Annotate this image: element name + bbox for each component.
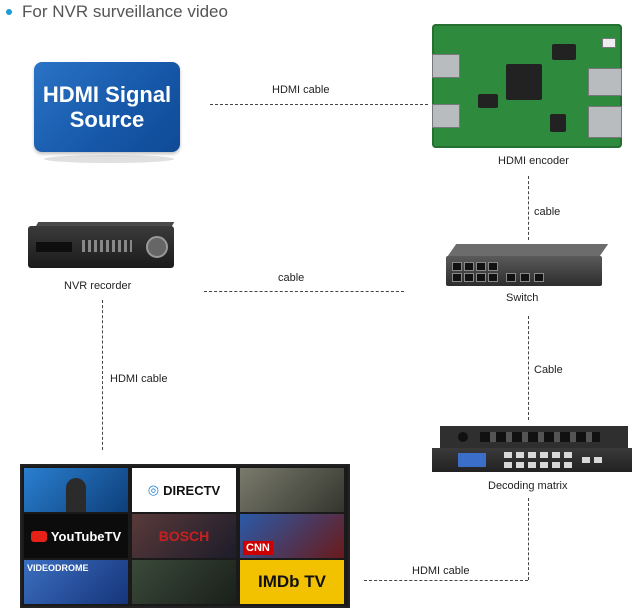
cnn-tile: CNN — [240, 514, 344, 558]
source-label-line2: Source — [69, 107, 145, 132]
hdmi-signal-source: HDMI Signal Source — [34, 62, 180, 152]
directv-tile: ◎ DIRECTV — [132, 468, 236, 512]
nvr-switch-line — [204, 291, 404, 292]
movie-scene-tile — [240, 468, 344, 512]
memory-chip-icon — [552, 44, 576, 60]
key-icon — [504, 462, 512, 468]
source-label-line1: HDMI Signal — [42, 81, 172, 107]
port-icon — [506, 273, 516, 282]
port-icon — [534, 273, 544, 282]
source-shadow — [44, 155, 174, 163]
key-icon — [516, 452, 524, 458]
memory-chip-icon — [550, 114, 566, 132]
switch-decoder-line — [528, 316, 529, 420]
key-icon — [540, 462, 548, 468]
cnn-text: CNN — [243, 541, 273, 555]
hdmi-encoder-board — [432, 24, 622, 148]
youtubetv-tile: YouTubeTV — [24, 514, 128, 558]
bosch-text: BOSCH — [158, 528, 210, 544]
imdb-text: IMDb TV — [258, 572, 326, 591]
port-icon — [520, 273, 530, 282]
port-icon — [452, 262, 462, 271]
memory-chip-icon — [478, 94, 498, 108]
globe-icon: ◎ — [147, 482, 160, 497]
key-icon — [528, 462, 536, 468]
network-switch — [446, 256, 602, 286]
ethernet-port-icon — [588, 106, 622, 138]
key-icon — [516, 462, 524, 468]
decoder-wall-vline — [528, 498, 529, 580]
decoder-wall-label: HDMI cable — [412, 565, 470, 577]
nvr-label: NVR recorder — [64, 280, 132, 292]
key-icon — [594, 457, 602, 463]
nvr-wall-line — [102, 300, 103, 450]
button-row-icon — [82, 240, 132, 252]
key-icon — [582, 457, 590, 463]
switch-label: Switch — [506, 292, 539, 304]
decoder-top — [440, 426, 628, 448]
key-icon — [528, 452, 536, 458]
encoder-label: HDMI encoder — [498, 155, 569, 167]
source-encoder-label: HDMI cable — [272, 84, 330, 96]
bullet-dot — [6, 9, 12, 15]
page-heading: For NVR surveillance video — [6, 2, 228, 22]
key-icon — [552, 462, 560, 468]
drama-tile — [132, 560, 236, 604]
power-icon — [458, 432, 468, 442]
ethernet-port-icon — [588, 68, 622, 96]
lcd-screen-icon — [458, 453, 486, 467]
processor-chip-icon — [506, 64, 542, 100]
io-ports-icon — [480, 432, 600, 442]
key-icon — [552, 452, 560, 458]
bosch-tile: BOSCH — [132, 514, 236, 558]
nvr-wall-label: HDMI cable — [110, 373, 168, 385]
key-icon — [540, 452, 548, 458]
decoder-label: Decoding matrix — [488, 480, 568, 492]
port-icon — [488, 273, 498, 282]
key-icon — [504, 452, 512, 458]
hdmi-port-icon — [432, 54, 460, 78]
imdb-tv-tile: IMDb TV — [240, 560, 344, 604]
source-encoder-line — [210, 104, 428, 105]
news-anchor-tile — [24, 468, 128, 512]
display-icon — [36, 242, 72, 252]
videodrome-text: VIDEODROME — [27, 563, 89, 573]
decoding-matrix — [432, 448, 632, 472]
encoder-switch-label: cable — [534, 206, 561, 218]
switch-decoder-label: Cable — [534, 364, 563, 376]
port-icon — [452, 273, 462, 282]
heading-text: For NVR surveillance video — [22, 2, 228, 21]
directv-text: DIRECTV — [163, 482, 221, 498]
encoder-switch-line — [528, 176, 529, 240]
youtubetv-text: YouTubeTV — [50, 528, 122, 544]
switch-top — [447, 244, 609, 256]
nvr-recorder — [28, 226, 174, 268]
port-icon — [476, 262, 486, 271]
key-icon — [564, 452, 572, 458]
play-icon — [30, 530, 47, 542]
port-icon — [488, 262, 498, 271]
decoder-wall-hline — [364, 580, 528, 581]
person-icon — [66, 478, 86, 512]
video-wall: ◎ DIRECTV YouTubeTV BOSCH CNN VIDEODROME… — [20, 464, 350, 608]
port-icon — [464, 273, 474, 282]
hdmi-port-icon — [432, 104, 460, 128]
key-icon — [564, 462, 572, 468]
videodrome-tile: VIDEODROME — [24, 560, 128, 604]
port-icon — [464, 262, 474, 271]
port-icon — [476, 273, 486, 282]
nvr-switch-label: cable — [278, 272, 305, 284]
jog-dial-icon — [146, 236, 168, 258]
connector-icon — [602, 38, 616, 48]
